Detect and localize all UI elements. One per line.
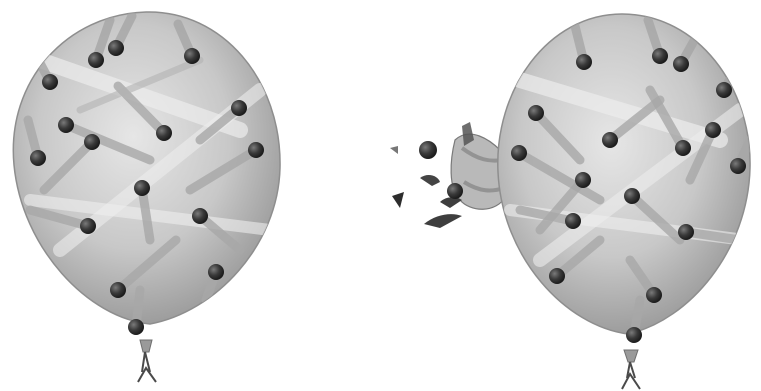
particle	[575, 172, 591, 188]
particle	[88, 52, 104, 68]
particle	[626, 327, 642, 343]
particle	[549, 268, 565, 284]
particle	[208, 264, 224, 280]
particle	[705, 122, 721, 138]
particle	[231, 100, 247, 116]
rubber-shred	[440, 197, 462, 208]
balloon-with-escaping-gas	[498, 14, 750, 389]
rubber-shred	[424, 214, 462, 228]
particle	[184, 48, 200, 64]
particle	[565, 213, 581, 229]
balloon-body	[498, 14, 750, 334]
particle	[678, 224, 694, 240]
rubber-shred	[392, 192, 404, 208]
rubber-shred	[420, 175, 440, 186]
particle	[42, 74, 58, 90]
particle	[716, 82, 732, 98]
particle	[576, 54, 592, 70]
particle	[675, 140, 691, 156]
rubber-shred	[390, 146, 398, 154]
balloon-knot	[622, 350, 640, 389]
escaping-particle	[419, 141, 437, 159]
particle	[528, 105, 544, 121]
particle	[624, 188, 640, 204]
particle	[84, 134, 100, 150]
particle	[156, 125, 172, 141]
particle	[108, 40, 124, 56]
particle	[646, 287, 662, 303]
particle	[652, 48, 668, 64]
particle	[128, 319, 144, 335]
particle	[80, 218, 96, 234]
particle	[248, 142, 264, 158]
particle	[511, 145, 527, 161]
particle	[110, 282, 126, 298]
particle	[30, 150, 46, 166]
particle	[730, 158, 746, 174]
particle	[673, 56, 689, 72]
particle	[602, 132, 618, 148]
particle	[134, 180, 150, 196]
intact-balloon	[13, 12, 280, 382]
particle	[192, 208, 208, 224]
particle	[58, 117, 74, 133]
balloon-knot	[138, 340, 156, 382]
escaping-particle	[447, 183, 463, 199]
escaping-gas	[390, 122, 506, 228]
